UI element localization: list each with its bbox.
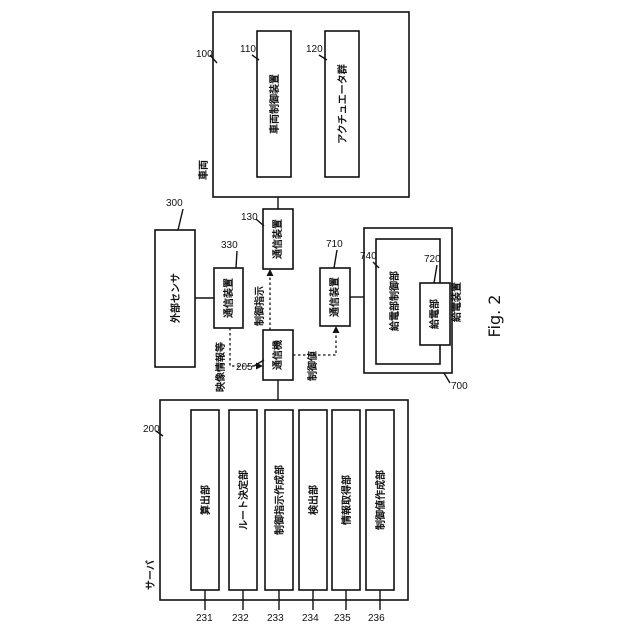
vehicle-control-device-ref: 110 (240, 44, 256, 55)
server-comm-unit-label: 通信機 (271, 340, 284, 370)
vehicle-comm-device-label: 通信装置 (271, 219, 284, 259)
power-supply-leader (444, 373, 450, 383)
actuators-ref: 120 (306, 44, 323, 55)
control-value-arrowhead (333, 326, 340, 333)
unit-label: 情報取得部 (340, 475, 353, 525)
power-comm-device-ref: 710 (326, 239, 343, 250)
image-info-arrowhead (256, 363, 263, 370)
control-value-label: 制御値 (306, 351, 319, 381)
unit-ref: 232 (232, 613, 249, 624)
feeder-controller-label: 給電部制御部 (388, 271, 401, 331)
external-sensor-leader (178, 209, 183, 230)
unit-ref: 235 (334, 613, 351, 624)
unit-label: 制御指示作成部 (273, 465, 286, 535)
unit-label: ルート決定部 (237, 470, 250, 530)
actuators-label: アクチュエータ群 (336, 64, 349, 144)
server-comm-unit-ref: 205 (236, 362, 253, 373)
vehicle-comm-device-ref: 130 (241, 212, 258, 223)
server-label: サーバ (145, 560, 157, 590)
unit-label: 制御値作成部 (374, 470, 387, 530)
external-sensor-label: 外部センサ (169, 273, 182, 324)
feeder-ref: 720 (424, 254, 441, 265)
image-info-label: 映像情報等 (214, 342, 227, 392)
sensor-comm-device-label: 通信装置 (222, 278, 235, 318)
vehicle-box (213, 12, 409, 197)
power-supply-label: 給電装置 (450, 282, 463, 322)
sensor-comm-device-ref: 330 (221, 240, 238, 251)
unit-label: 算出部 (199, 485, 212, 516)
unit-ref: 236 (368, 613, 385, 624)
control-instruction-label: 制御指示 (253, 286, 266, 326)
power-comm-device-leader (334, 250, 337, 268)
unit-ref: 233 (267, 613, 284, 624)
unit-ref: 231 (196, 613, 213, 624)
external-sensor-ref: 300 (166, 198, 183, 209)
vehicle-ref: 100 (196, 49, 213, 60)
unit-label: 検出部 (307, 485, 320, 515)
power-supply-ref: 700 (451, 381, 468, 392)
feeder-controller-ref: 740 (360, 251, 377, 262)
vehicle-control-device-label: 車両制御装置 (268, 74, 281, 134)
server-ref: 200 (143, 424, 160, 435)
vehicle-label: 車両 (197, 160, 210, 180)
figure-caption: Fig. 2 (485, 295, 504, 338)
unit-ref: 234 (302, 613, 319, 624)
power-comm-device-label: 通信装置 (328, 277, 341, 317)
image-info-arrow (230, 328, 259, 366)
sensor-comm-device-leader (236, 251, 237, 268)
feeder-label: 給電部 (428, 299, 441, 329)
control-instruction-arrowhead (267, 269, 274, 276)
